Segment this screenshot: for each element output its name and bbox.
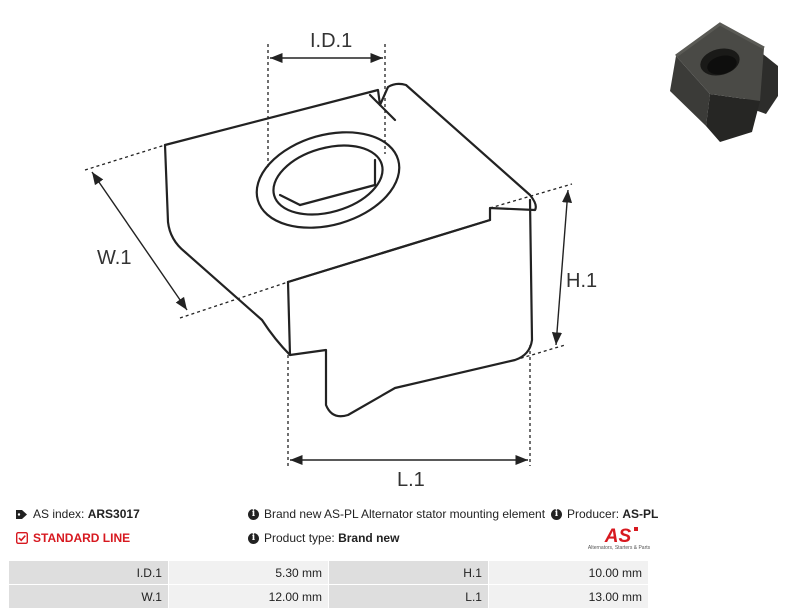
stator-mounting-element-photo	[670, 22, 778, 142]
part-outline	[163, 82, 537, 418]
spec-value: 5.30 mm	[167, 560, 330, 585]
table-row: I.D.1 5.30 mm H.1 10.00 mm	[8, 560, 650, 585]
standard-line-text: STANDARD LINE	[33, 531, 131, 545]
spec-key: W.1	[8, 584, 169, 609]
spec-key: I.D.1	[8, 560, 169, 585]
producer-value: AS-PL	[622, 507, 659, 521]
info-icon: i	[248, 532, 259, 544]
as-index-value: ARS3017	[87, 507, 140, 521]
producer-label: Producer:	[567, 507, 620, 521]
table-row: W.1 12.00 mm L.1 13.00 mm	[8, 584, 650, 609]
id1-label: I.D.1	[310, 30, 352, 52]
product-type: i Product type: Brand new	[248, 531, 399, 545]
product-type-value: Brand new	[338, 531, 400, 545]
h1-label: H.1	[566, 270, 597, 292]
as-index-label: AS index:	[33, 507, 85, 521]
spec-key: L.1	[328, 584, 489, 609]
technical-drawing: I.D.1 W.1 H.1 L.1	[84, 30, 597, 491]
info-icon: i	[248, 508, 259, 520]
h1-dimension-line	[551, 189, 573, 346]
standard-line-badge: STANDARD LINE	[16, 531, 130, 545]
description-text: Brand new AS-PL Alternator stator mounti…	[264, 507, 546, 521]
product-type-label: Product type:	[264, 531, 335, 545]
logo-tagline: Alternators, Starters & Parts	[587, 545, 651, 551]
dimension-lines	[91, 52, 573, 466]
spec-value: 10.00 mm	[487, 560, 650, 585]
spec-value: 13.00 mm	[487, 584, 650, 609]
producer: i Producer: AS-PL	[551, 507, 658, 521]
info-icon: i	[551, 508, 562, 520]
svg-text:AS: AS	[604, 526, 632, 546]
w1-label: W.1	[97, 247, 131, 269]
as-logo-mark: AS	[604, 526, 638, 547]
product-description: i Brand new AS-PL Alternator stator moun…	[248, 507, 545, 521]
specs-table: I.D.1 5.30 mm H.1 10.00 mm W.1 12.00 mm …	[8, 560, 650, 609]
l1-label: L.1	[397, 469, 425, 491]
tag-icon	[16, 509, 28, 520]
w1-dimension-line	[91, 171, 188, 311]
as-pl-logo: AS Alternators, Starters & Parts	[586, 524, 652, 552]
as-index: AS index: ARS3017	[16, 507, 140, 521]
spec-key: H.1	[328, 560, 489, 585]
extension-lines	[84, 44, 573, 466]
spec-value: 12.00 mm	[167, 584, 330, 609]
checkbox-checked-icon	[16, 532, 28, 544]
